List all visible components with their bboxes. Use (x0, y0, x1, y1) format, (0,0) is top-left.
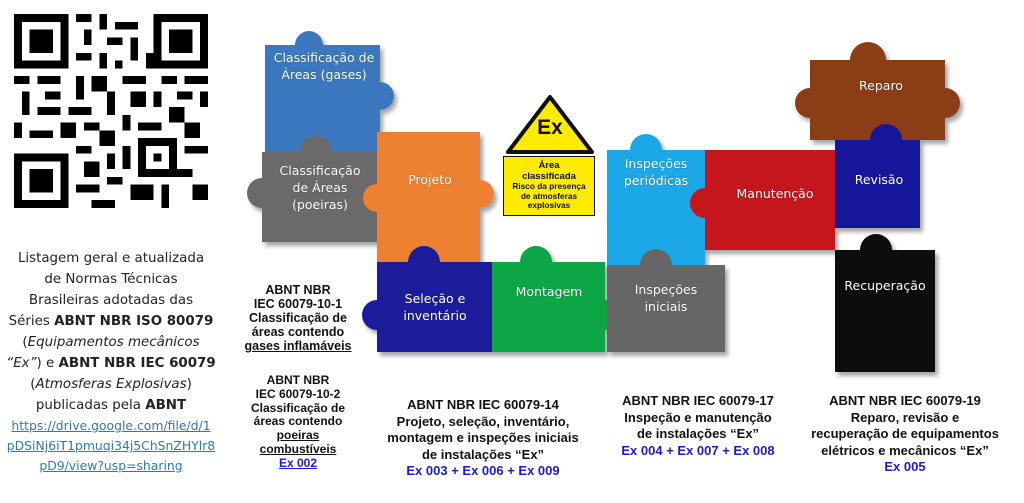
label-iniciais: Inspeções iniciais (634, 282, 698, 314)
explosive-atmospheres-text: Atmosferas Explosivas (35, 377, 187, 392)
c3-line-1: ABNT NBR IEC 60079-14 (407, 397, 559, 412)
piece-recuperacao (835, 234, 935, 372)
c5-line-5: Ex 005 (884, 459, 926, 474)
label-periodicas: Inspeções periódicas (623, 156, 689, 188)
piece-gases (265, 31, 394, 152)
c5-line-1: ABNT NBR IEC 60079-19 (829, 393, 981, 408)
link-line-2: pDSiNj6iT1pmuqi34j5ChSnZHYlr8 (6, 438, 216, 453)
desc-line-1: Listagem geral e atualizada (17, 251, 205, 266)
label-recuperacao: Recuperação (844, 278, 926, 293)
warning-subtitle: Risco da presença de atmosferas explosiv… (512, 181, 586, 211)
piece-manutencao (690, 150, 850, 250)
c2-line-3: Classificação de (250, 400, 346, 415)
label-montagem: Montagem (515, 284, 583, 299)
desc-line-8-pre: publicadas pela (35, 398, 146, 413)
label-manutencao: Manutenção (736, 186, 814, 201)
c4-line-3: de instalações “Ex” (636, 426, 760, 441)
label-poeiras: Classificação de Áreas (poeiras) (279, 163, 361, 212)
caption-60079-10-1: ABNT NBR IEC 60079-10-1 Classificação de… (228, 283, 368, 353)
piece-montagem (492, 246, 620, 352)
c1-line-4: áreas contendo (251, 325, 345, 339)
label-gases: Classificação de Áreas (gases) (273, 50, 375, 82)
qr-code (14, 14, 208, 208)
c1-line-3: Classificação de (249, 311, 347, 325)
desc-line-7-close: ) (186, 377, 192, 392)
c3-line-4: de instalações “Ex” (421, 446, 545, 462)
c2-line-2: IEC 60079-10-2 (255, 386, 341, 401)
c4-line-2: Inspeção e manutenção (624, 409, 772, 425)
piece-periodicas (607, 134, 705, 265)
c5-line-4: elétricos e mecânicos “Ex” (821, 442, 989, 458)
warning-label: Área classificada Risco da presença de a… (503, 156, 595, 216)
c2-line-6: combustíveis (259, 441, 337, 456)
caption-60079-10-2: ABNT NBR IEC 60079-10-2 Classificação de… (228, 373, 368, 471)
desc-line-6-mid: ) e (36, 356, 59, 371)
c3-line-5: Ex 003 + Ex 006 + Ex 009 (406, 463, 560, 478)
caption-60079-17: ABNT NBR IEC 60079-17 Inspeção e manuten… (598, 393, 798, 459)
c2-line-5: poeiras (276, 428, 320, 443)
piece-projeto (363, 132, 494, 262)
piece-selecao (362, 246, 492, 352)
piece-iniciais (607, 249, 725, 352)
ex-text: “Ex” (6, 356, 37, 371)
c4-line-1: ABNT NBR IEC 60079-17 (622, 393, 774, 408)
iec-60079-series: ABNT NBR IEC 60079 (58, 356, 216, 371)
caption-60079-14: ABNT NBR IEC 60079-14 Projeto, seleção, … (363, 397, 603, 480)
piece-revisao (835, 124, 920, 228)
mechanical-equipment-text: Equipamentos mecânicos (27, 335, 200, 350)
desc-line-2: de Normas Técnicas (44, 272, 178, 287)
warning-title: Área classificada (522, 160, 576, 182)
link-line-1: https://drive.google.com/file/d/1 (11, 418, 211, 433)
iso-80079-series: ABNT NBR ISO 80079 (54, 314, 214, 329)
label-projeto: Projeto (408, 172, 452, 187)
c2-line-7: Ex 002 (278, 455, 318, 470)
c1-line-2: IEC 60079-10-1 (253, 297, 343, 311)
c2-line-4: áreas contendo (253, 414, 343, 429)
link-line-3: pD9/view?usp=sharing (39, 458, 183, 473)
standards-description: Listagem geral e atualizada de Normas Té… (2, 248, 220, 476)
abnt-text: ABNT (145, 398, 187, 413)
c3-line-2: Projeto, seleção, inventário, (396, 413, 570, 429)
warning-triangle-icon (506, 95, 594, 154)
c5-line-3: recuperação de equipamentos (811, 426, 999, 441)
drive-link[interactable]: https://drive.google.com/file/d/1 pDSiNj… (2, 416, 220, 476)
label-reparo: Reparo (859, 78, 903, 93)
c1-line-1: ABNT NBR (265, 283, 331, 297)
desc-line-5-open: ( (22, 335, 28, 350)
c5-line-2: Reparo, revisão e (850, 409, 960, 425)
label-selecao: Seleção e inventário (403, 291, 467, 323)
c2-line-1: ABNT NBR (266, 373, 330, 387)
desc-line-3: Brasileiras adotadas das (28, 293, 194, 308)
c3-line-3: montagem e inspeções iniciais (387, 430, 579, 445)
piece-poeiras (247, 136, 377, 242)
desc-line-4-pre: Séries (8, 314, 55, 329)
label-revisao: Revisão (854, 172, 904, 187)
c1-line-5: gases inflamáveis (244, 339, 352, 353)
desc-line-7-open: ( (30, 377, 36, 392)
piece-reparo (795, 42, 960, 140)
ex-symbol: Ex (537, 116, 563, 139)
c4-line-4: Ex 004 + Ex 007 + Ex 008 (621, 442, 775, 458)
caption-60079-19: ABNT NBR IEC 60079-19 Reparo, revisão e … (790, 393, 1020, 476)
